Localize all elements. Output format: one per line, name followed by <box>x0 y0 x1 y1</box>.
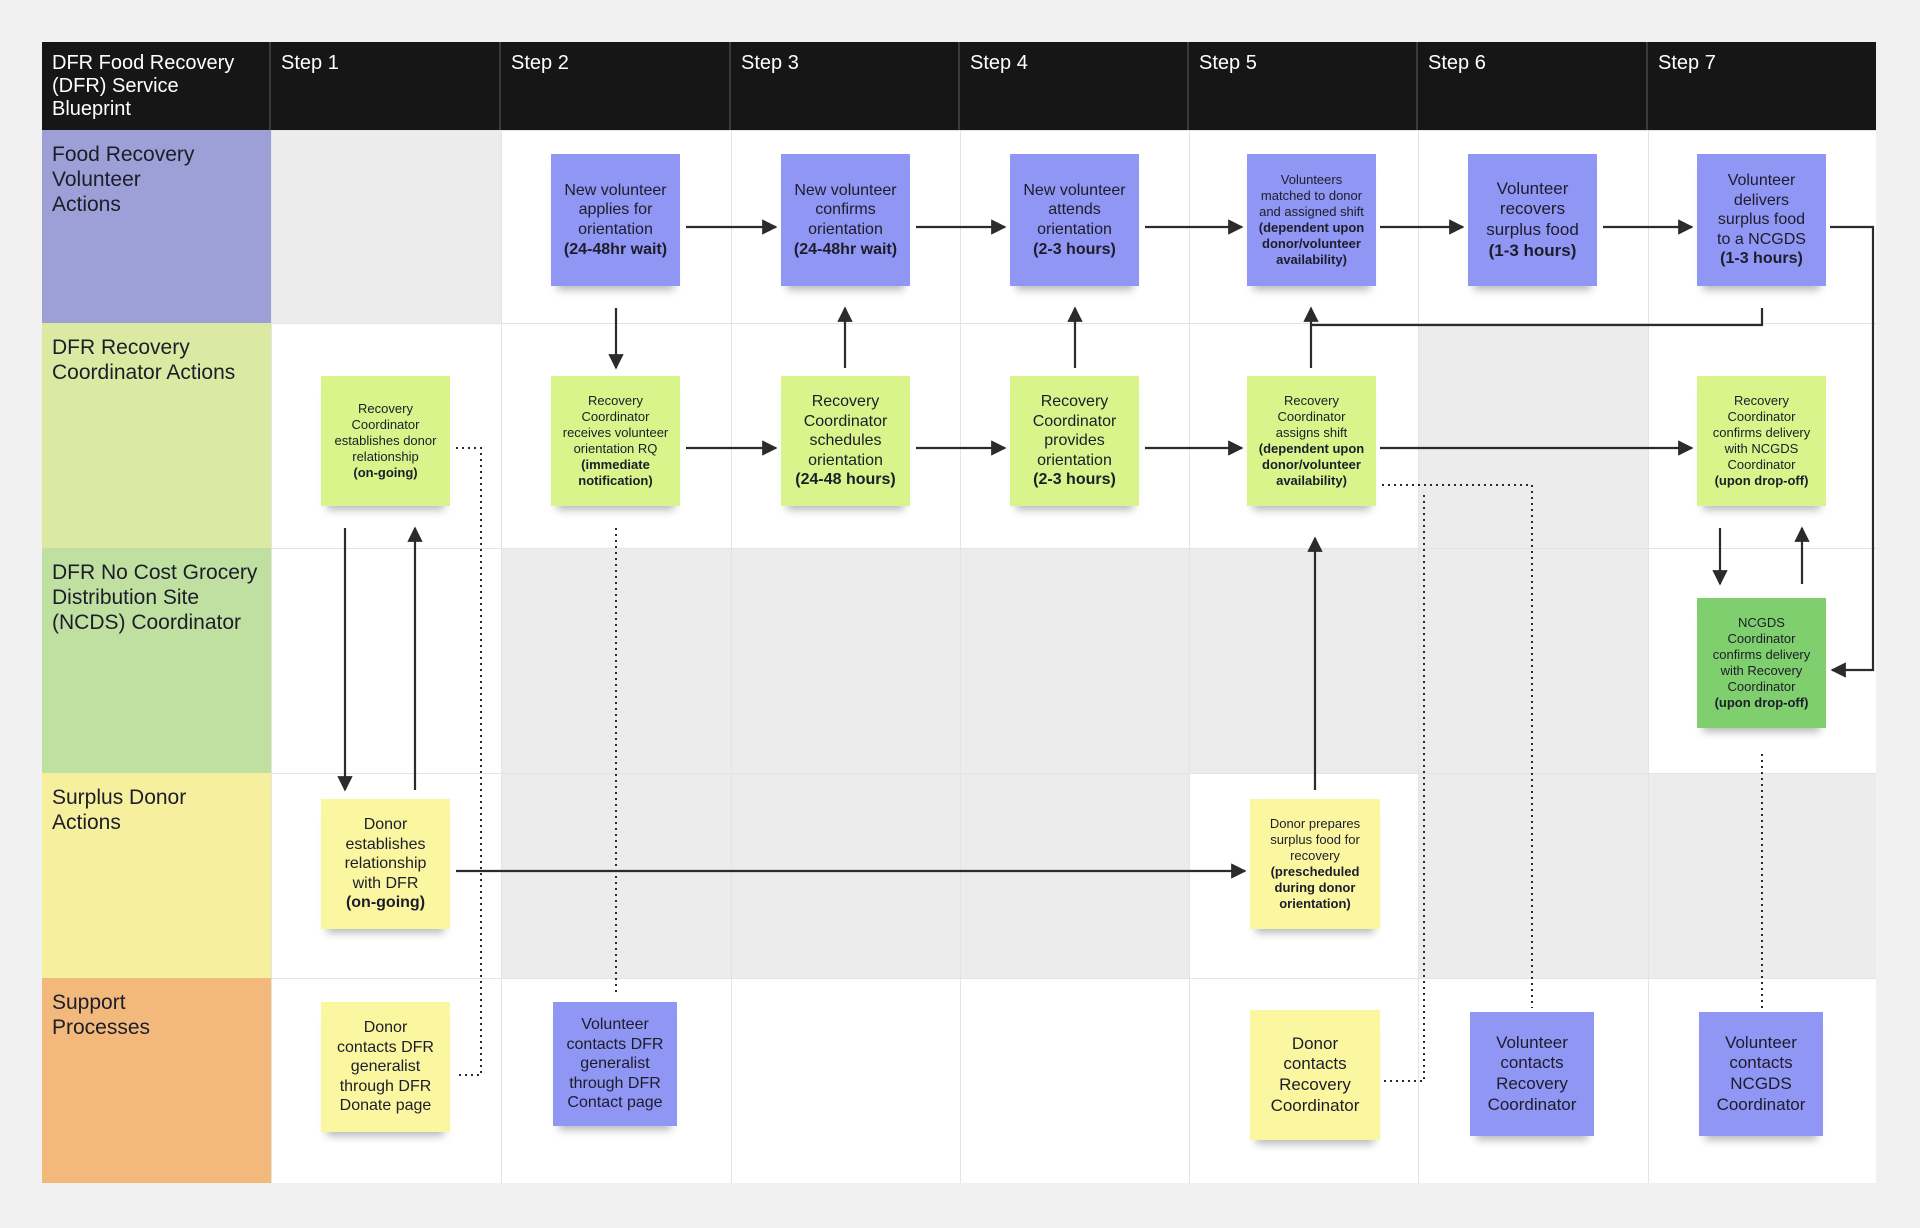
note-support-donor-contacts-generalist: Donor contacts DFR generalist through DF… <box>321 1002 450 1132</box>
step-header-6: Step 6 <box>1418 42 1648 130</box>
lane-label-ncgds-coordinator: DFR No Cost Grocery Distribution Site (N… <box>42 548 271 773</box>
grid-cell <box>731 773 960 978</box>
step-header-5: Step 5 <box>1189 42 1418 130</box>
note-donor-establishes-relationship: Donor establishes relationship with DFR(… <box>321 799 450 929</box>
lane-label-support-processes: Support Processes <box>42 978 271 1183</box>
arrow-vol7-ncgds <box>1830 225 1875 678</box>
note-donor-prepares-food: Donor prepares surplus food for recovery… <box>1250 799 1380 929</box>
note-rc-establishes-donor: Recovery Coordinator establishes donor r… <box>321 376 450 506</box>
lane-label-surplus-donor: Surplus Donor Actions <box>42 773 271 978</box>
grid-cell <box>271 130 501 323</box>
lane-label-volunteer: Food Recovery Volunteer Actions <box>42 130 271 323</box>
dotted-rc5-sup6 <box>1382 484 1533 1008</box>
note-rc-assigns-shift: Recovery Coordinator assigns shift(depen… <box>1247 376 1376 506</box>
grid-cell <box>271 548 501 773</box>
grid-cell <box>1189 548 1418 773</box>
step-header-4: Step 4 <box>960 42 1189 130</box>
note-support-volunteer-contacts-ncgds: Volunteer contacts NCGDS Coordinator <box>1699 1012 1823 1136</box>
note-vol-delivers-food: Volunteer delivers surplus food to a NCG… <box>1697 154 1826 286</box>
note-support-volunteer-contacts-coordinator: Volunteer contacts Recovery Coordinator <box>1470 1012 1594 1136</box>
grid-cell <box>960 548 1189 773</box>
dotted-sup5-rc5 <box>1384 492 1425 1082</box>
note-vol-matched-shift: Volunteers matched to donor and assigned… <box>1247 154 1376 286</box>
note-support-donor-contacts-coordinator: Donor contacts Recovery Coordinator <box>1250 1010 1380 1140</box>
blueprint-title: DFR Food Recovery (DFR) Service Blueprin… <box>42 42 271 130</box>
note-rc-schedules-orientation: Recovery Coordinator schedules orientati… <box>781 376 910 506</box>
note-vol-attends-orientation: New volunteer attends orientation(2-3 ho… <box>1010 154 1139 286</box>
note-rc-receives-request: Recovery Coordinator receives volunteer … <box>551 376 680 506</box>
grid-cell <box>960 773 1189 978</box>
step-header-1: Step 1 <box>271 42 501 130</box>
note-support-volunteer-contacts-generalist: Volunteer contacts DFR generalist throug… <box>553 1002 677 1126</box>
step-header-2: Step 2 <box>501 42 731 130</box>
note-rc-provides-orientation: Recovery Coordinator provides orientatio… <box>1010 376 1139 506</box>
lane-label-recovery-coordinator: DFR Recovery Coordinator Actions <box>42 323 271 548</box>
note-ncgds-confirms-delivery: NCGDS Coordinator confirms delivery with… <box>1697 598 1826 728</box>
note-rc-confirms-delivery: Recovery Coordinator confirms delivery w… <box>1697 376 1826 506</box>
line-vol7-to-vol5 <box>1311 308 1764 327</box>
note-vol-confirms-orientation: New volunteer confirms orientation(24-48… <box>781 154 910 286</box>
step-header-7: Step 7 <box>1648 42 1876 130</box>
note-vol-recovers-food: Volunteer recovers surplus food(1-3 hour… <box>1468 154 1597 286</box>
dotted-sup1-rc1 <box>456 447 482 1076</box>
grid-cell <box>731 978 960 1183</box>
grid-cell <box>960 978 1189 1183</box>
note-vol-applies-orientation: New volunteer applies for orientation(24… <box>551 154 680 286</box>
grid-cell <box>731 548 960 773</box>
step-header-3: Step 3 <box>731 42 960 130</box>
